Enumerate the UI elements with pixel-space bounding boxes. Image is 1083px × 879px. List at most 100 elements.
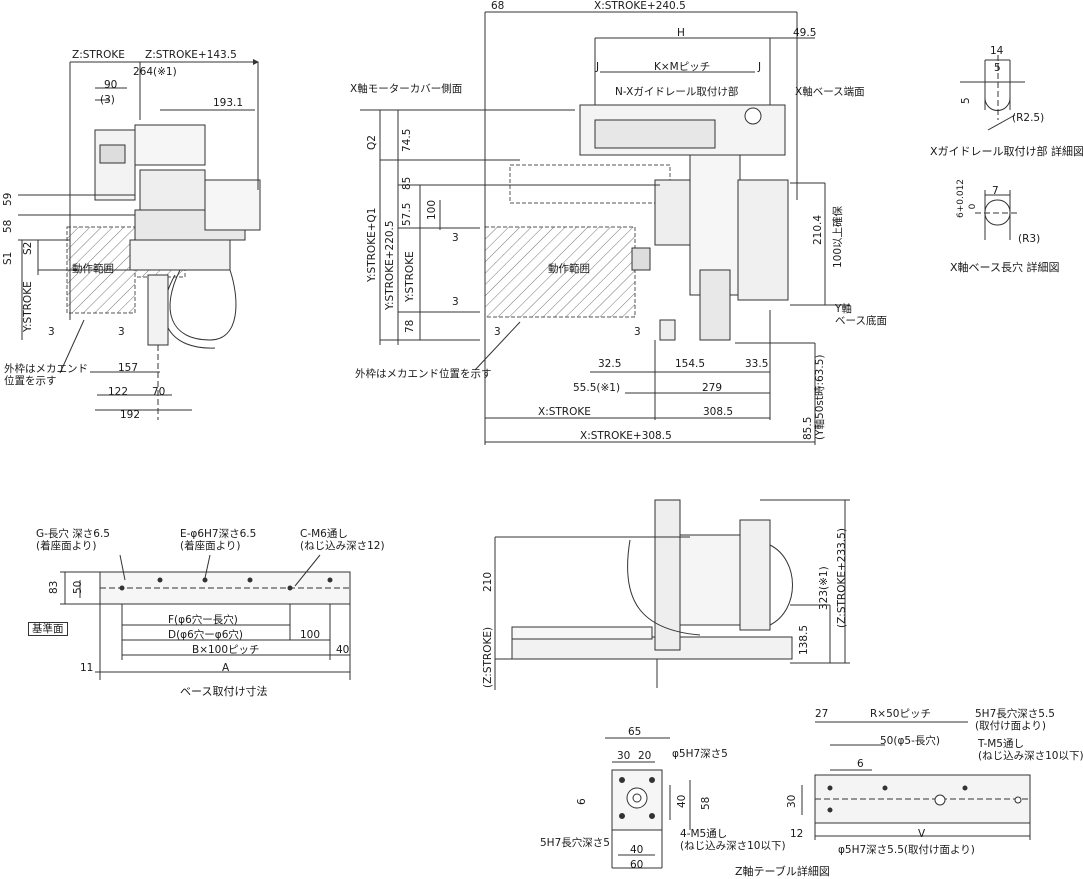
label-20: 20 — [638, 750, 652, 762]
base-detail-view — [801, 721, 1031, 840]
label-x-base-end: X軸ベース端面 — [795, 86, 865, 98]
title-z-table: Z軸テーブル詳細図 — [735, 865, 830, 878]
label-d: D(φ6穴ーφ6穴) — [168, 629, 243, 641]
label-3d: 3 — [452, 296, 459, 308]
label-7: 7 — [992, 185, 999, 197]
label-100: 100 — [300, 629, 321, 641]
label-slot: 5H7長穴深さ5 — [540, 837, 610, 849]
label-33: 33.5 — [745, 358, 769, 370]
label-27: 27 — [815, 708, 829, 720]
label-78: 78 — [404, 319, 416, 333]
label-p5h7: φ5H7深さ5 — [672, 748, 728, 760]
label-y-base: Y軸 ベース底面 — [835, 303, 887, 327]
label-kxm: K×Mピッチ — [654, 61, 711, 73]
label-bd-slot: 5H7長穴深さ5.5 (取付け面より) — [975, 708, 1055, 732]
label-y-q1: Y:STROKE+Q1 — [366, 207, 378, 282]
label-122: 122 — [108, 386, 129, 398]
label-z-stroke-143: Z:STROKE+143.5 — [145, 49, 237, 61]
label-58: 58 — [700, 796, 712, 810]
x-guide-detail — [960, 55, 1025, 131]
title-base-plan: ベース取付け寸法 — [180, 685, 268, 698]
label-3p: (3) — [100, 94, 115, 106]
title-x-base-slot: X軸ベース長穴 詳細図 — [950, 261, 1060, 274]
label-157: 157 — [118, 362, 139, 374]
label-32: 32.5 — [598, 358, 622, 370]
side-view — [494, 499, 850, 690]
label-100: 100 — [426, 199, 438, 220]
top-main-view — [360, 11, 850, 445]
label-e-hole: E-φ6H7深さ6.5 (着座面より) — [180, 528, 257, 552]
label-x-motor: X軸モーターカバー側面 — [350, 83, 463, 95]
label-59: 59 — [2, 192, 14, 206]
label-154: 154.5 — [675, 358, 706, 370]
label-x-stroke-308: X:STROKE+308.5 — [580, 430, 672, 442]
label-12: 12 — [790, 828, 804, 840]
label-y-220: Y:STROKE+220.5 — [384, 220, 396, 310]
label-tol: 6+0.012 0 — [956, 178, 978, 218]
label-90: 90 — [104, 79, 118, 91]
x-base-slot-detail — [975, 190, 1020, 240]
label-bd-6: 6 — [857, 758, 864, 770]
label-a: A — [222, 662, 230, 674]
label-308: 308.5 — [703, 406, 734, 418]
label-z-stroke: Z:STROKE — [72, 49, 125, 61]
label-y-stroke2: Y:STROKE — [404, 251, 416, 302]
label-210: 210.4 — [812, 214, 824, 245]
z-table-view — [605, 737, 691, 869]
label-323: 323(※1) — [818, 566, 830, 610]
label-3a: 3 — [48, 326, 55, 338]
label-q2: Q2 — [366, 135, 378, 150]
label-range2: 動作範囲 — [548, 263, 590, 275]
label-side-210: 210 — [482, 571, 494, 592]
label-3b: 3 — [118, 326, 125, 338]
label-r50: R×50ピッチ — [870, 708, 931, 720]
label-60: 60 — [630, 859, 644, 871]
label-68: 68 — [491, 0, 505, 12]
label-3f: 3 — [634, 326, 641, 338]
label-b: B×100ピッチ — [192, 644, 260, 656]
label-58: 58 — [2, 219, 14, 233]
label-n-x-guide: N-Xガイドレール取付け部 — [615, 86, 739, 98]
label-193: 193.1 — [213, 97, 244, 109]
label-85: 85 — [401, 176, 413, 190]
label-x-stroke3: X:STROKE — [538, 406, 591, 418]
label-49: 49.5 — [793, 27, 817, 39]
top-left-view — [18, 59, 261, 420]
label-range: 動作範囲 — [72, 263, 114, 275]
label-x-stroke-240: X:STROKE+240.5 — [594, 0, 686, 12]
label-y-stroke: Y:STROKE — [22, 281, 34, 332]
label-11: 11 — [80, 662, 94, 674]
label-s1: S1 — [2, 251, 14, 265]
label-c-m6: C-M6通し (ねじ込み深さ12) — [300, 528, 385, 552]
label-z-233: (Z:STROKE+233.5) — [836, 528, 848, 628]
label-side-z-stroke: (Z:STROKE) — [482, 626, 494, 688]
label-50: 50 — [72, 580, 84, 594]
label-40h: 40 — [630, 844, 644, 856]
label-note: 外枠はメカエンド 位置を示す — [4, 363, 88, 387]
label-85-5: 85.5 (Y軸50st時:63.5) — [802, 354, 826, 440]
label-264: 264(※1) — [133, 66, 177, 78]
label-note2: 外枠はメカエンド位置を示す — [355, 368, 492, 380]
label-70: 70 — [152, 386, 166, 398]
label-55: 55.5(※1) — [573, 382, 621, 394]
label-74: 74.5 — [401, 128, 413, 152]
label-h: H — [677, 27, 685, 39]
label-j1: J — [596, 61, 600, 73]
label-138: 138.5 — [798, 624, 810, 655]
label-j2: J — [758, 61, 762, 73]
label-5a: 5 — [994, 62, 1001, 74]
label-s2: S2 — [22, 241, 34, 255]
label-r25: (R2.5) — [1012, 112, 1045, 124]
label-5b: 5 — [960, 97, 972, 104]
label-100up: 100以上確保 — [832, 205, 844, 268]
label-r3: (R3) — [1018, 233, 1041, 245]
title-x-guide-detail: Xガイドレール取付け部 詳細図 — [930, 145, 1083, 158]
label-v: V — [918, 828, 926, 840]
label-p5: φ5H7深さ5.5(取付け面より) — [838, 844, 975, 856]
label-6: 6 — [576, 798, 588, 805]
base-plan-view — [60, 554, 351, 680]
label-3e: 3 — [494, 326, 501, 338]
label-192: 192 — [120, 409, 141, 421]
label-40: 40 — [336, 644, 350, 656]
